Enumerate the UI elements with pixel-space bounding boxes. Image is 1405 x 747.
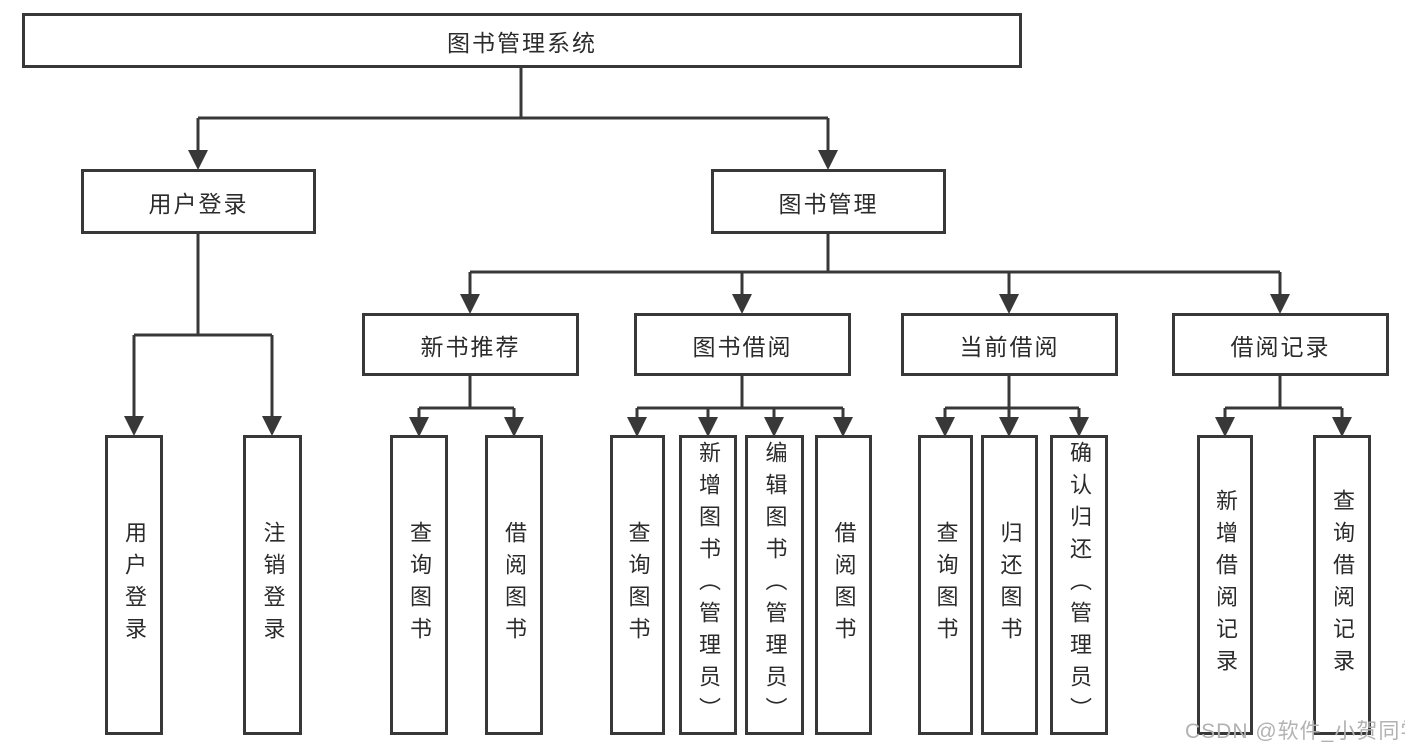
node-label: 查询图书 <box>933 521 959 649</box>
connector-borrow-branch <box>635 376 845 421</box>
node-borrowing-records: 借阅记录 <box>1172 313 1389 376</box>
leaf-borrow-edit-book-admin: 编辑图书（管理员） <box>745 435 804 735</box>
node-label: 用户登录 <box>122 521 147 649</box>
arrowheads <box>124 150 1352 437</box>
node-new-book-recommendation: 新书推荐 <box>362 313 579 376</box>
node-label: 图书借阅 <box>692 333 793 360</box>
node-label: 图书管理系统 <box>447 29 597 56</box>
node-label: 编辑图书（管理员） <box>762 441 788 729</box>
connector-login-branch <box>132 234 274 418</box>
leaf-current-return-book: 归还图书 <box>981 435 1038 735</box>
node-label: 归还图书 <box>997 521 1023 649</box>
node-label: 查询图书 <box>407 521 432 649</box>
connector-newbook-branch <box>417 376 516 421</box>
leaf-borrow-add-book-admin: 新增图书（管理员） <box>679 435 737 735</box>
connector-root-branch <box>196 68 830 152</box>
node-label: 借阅图书 <box>831 521 857 649</box>
node-library-management-system: 图书管理系统 <box>22 13 1022 68</box>
leaf-newbook-query-book: 查询图书 <box>390 435 448 735</box>
connector-records-branch <box>1223 376 1344 421</box>
leaf-current-query-book: 查询图书 <box>918 435 973 735</box>
node-label: 当前借阅 <box>959 333 1060 360</box>
node-label: 新增图书（管理员） <box>696 441 721 729</box>
node-label: 查询图书 <box>625 521 651 649</box>
node-label: 查询借阅记录 <box>1330 489 1355 681</box>
connector-mgmt-branch <box>468 234 1282 297</box>
leaf-logout: 注销登录 <box>243 435 302 735</box>
node-book-borrowing: 图书借阅 <box>634 313 851 376</box>
node-label: 确认归还（管理员） <box>1067 441 1092 729</box>
leaf-newbook-borrow-book: 借阅图书 <box>485 435 543 735</box>
node-book-management-group: 图书管理 <box>711 169 946 234</box>
csdn-watermark: CSDN @软件_小贺同学 <box>1185 720 1405 743</box>
node-user-login-group: 用户登录 <box>81 169 316 234</box>
leaf-records-add-borrow-record: 新增借阅记录 <box>1197 435 1253 735</box>
node-label: 借阅记录 <box>1230 333 1331 360</box>
connector-current-branch <box>943 376 1081 421</box>
node-label: 用户登录 <box>148 190 249 217</box>
node-label: 新书推荐 <box>420 333 521 360</box>
node-current-borrowing: 当前借阅 <box>901 313 1118 376</box>
node-label: 注销登录 <box>260 521 286 649</box>
node-label: 新增借阅记录 <box>1213 489 1238 681</box>
node-label: 图书管理 <box>778 190 879 217</box>
leaf-records-query-borrow-record: 查询借阅记录 <box>1313 435 1371 735</box>
leaf-borrow-borrow-book: 借阅图书 <box>815 435 872 735</box>
leaf-user-login: 用户登录 <box>105 435 163 735</box>
leaf-current-confirm-return-admin: 确认归还（管理员） <box>1050 435 1108 735</box>
node-label: 借阅图书 <box>502 521 527 649</box>
leaf-borrow-query-book: 查询图书 <box>610 435 665 735</box>
